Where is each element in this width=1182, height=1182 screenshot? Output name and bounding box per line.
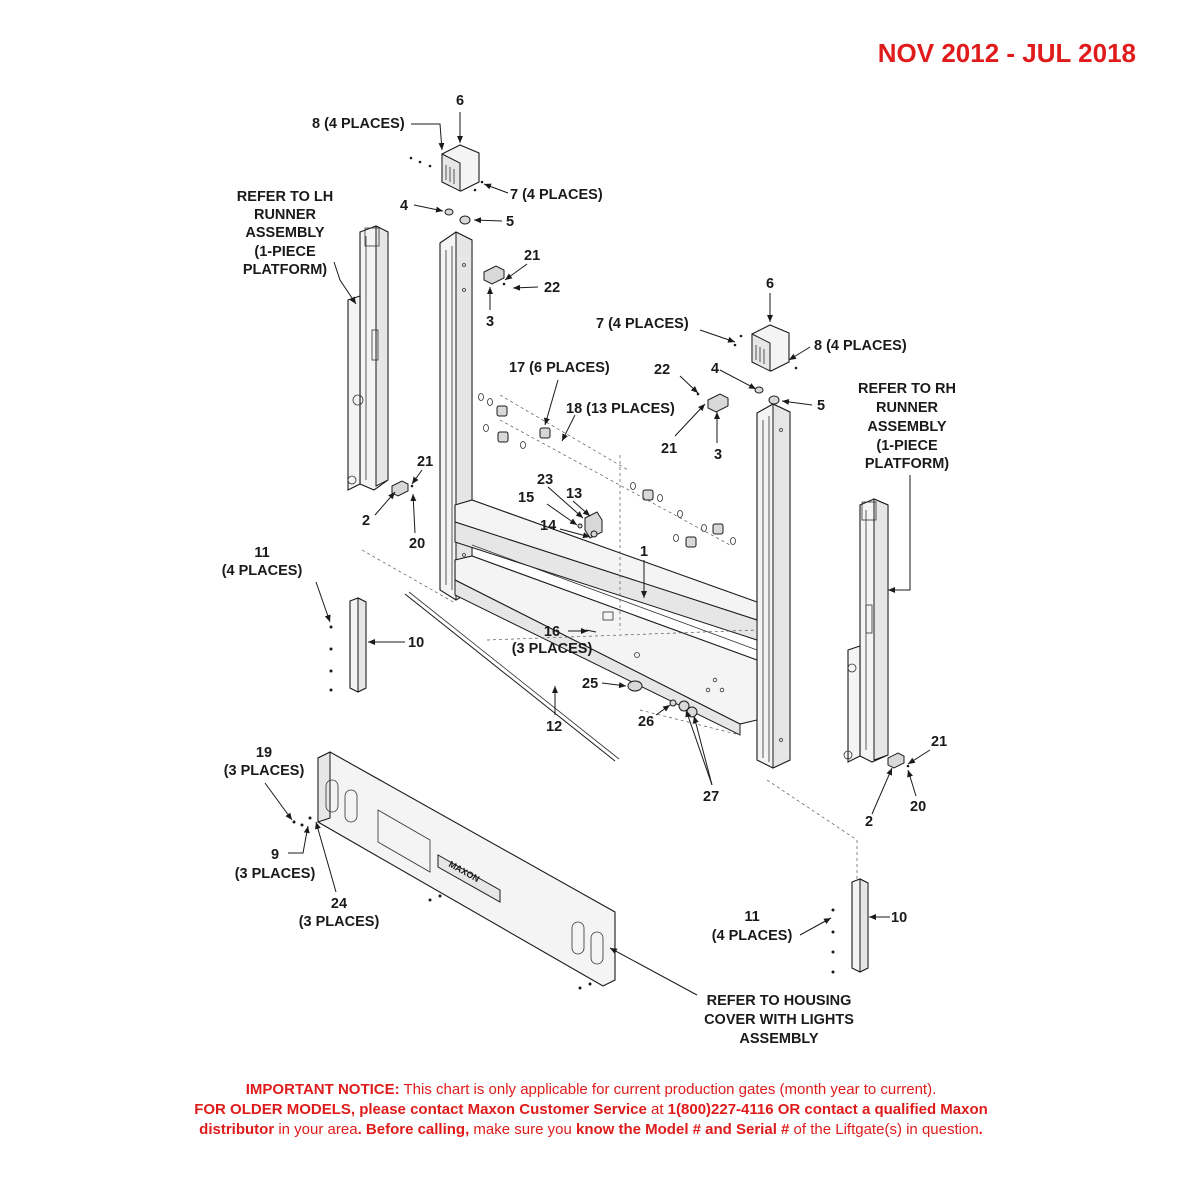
customer-service-phone: 1(800)227-4116 OR contact a qualified Ma… [667, 1101, 988, 1118]
callout-5-right: 5 [817, 398, 825, 414]
svg-text:REFER TO HOUSING: REFER TO HOUSING [707, 993, 852, 1009]
callout-18: 18 (13 PLACES) [566, 401, 675, 417]
callout-11-right: 11 (4 PLACES) [712, 909, 793, 944]
callout-3-right: 3 [714, 447, 722, 463]
svg-text:(3 PLACES): (3 PLACES) [512, 641, 593, 657]
callout-7-right: 7 (4 PLACES) [596, 316, 689, 332]
callout-21-lh-runner: 21 [417, 454, 433, 470]
callout-2-right: 2 [865, 814, 873, 830]
callout-6-right: 6 [766, 276, 774, 292]
svg-text:RUNNER: RUNNER [254, 207, 317, 223]
notice-line-2: FOR OLDER MODELS, please contact Maxon C… [194, 1101, 988, 1118]
lh-runner-assembly [347, 225, 389, 491]
svg-text:PLATFORM): PLATFORM) [865, 456, 949, 472]
svg-text:ASSEMBLY: ASSEMBLY [867, 419, 947, 435]
callout-16: 16 (3 PLACES) [512, 624, 593, 657]
svg-text:REFER TO RH: REFER TO RH [858, 381, 956, 397]
callout-1: 1 [640, 544, 648, 560]
callout-3-left: 3 [486, 314, 494, 330]
callout-labels: 8 (4 PLACES) 6 7 (4 PLACES) 4 5 21 22 3 … [222, 93, 956, 1047]
callout-21-right: 21 [661, 441, 677, 457]
rh-runner-assembly [843, 498, 889, 763]
svg-text:19: 19 [256, 745, 272, 761]
callout-22-right: 22 [654, 362, 670, 378]
svg-text:(1-PIECE: (1-PIECE [254, 244, 316, 260]
callout-27: 27 [703, 789, 719, 805]
svg-text:(3 PLACES): (3 PLACES) [299, 914, 380, 930]
housing-cover: MAXON [317, 751, 616, 987]
callout-21-top: 21 [524, 248, 540, 264]
callout-19: 19 (3 PLACES) [224, 745, 305, 779]
callout-5-top: 5 [506, 214, 514, 230]
svg-text:(1-PIECE: (1-PIECE [876, 438, 938, 454]
svg-text:PLATFORM): PLATFORM) [243, 262, 327, 278]
callout-25: 25 [582, 676, 598, 692]
callout-11-left: 11 (4 PLACES) [222, 545, 303, 579]
top-cover-left [441, 144, 480, 192]
callout-12: 12 [546, 719, 562, 735]
mounting-plate-right [851, 878, 869, 973]
rh-runner-reference: REFER TO RH RUNNER ASSEMBLY (1-PIECE PLA… [858, 381, 956, 472]
callout-24: 24 (3 PLACES) [299, 896, 380, 930]
callout-23: 23 [537, 472, 553, 488]
right-main-post [756, 403, 791, 769]
mounting-plate-left [349, 597, 367, 693]
svg-text:(4 PLACES): (4 PLACES) [222, 563, 303, 579]
callout-15: 15 [518, 490, 534, 506]
callout-10-left: 10 [408, 635, 424, 651]
svg-text:ASSEMBLY: ASSEMBLY [739, 1031, 819, 1047]
callout-7-top: 7 (4 PLACES) [510, 187, 603, 203]
callout-21-rh-runner: 21 [931, 734, 947, 750]
callout-6-top: 6 [456, 93, 464, 109]
callout-14: 14 [540, 518, 556, 534]
leader-lines [264, 112, 931, 996]
svg-text:16: 16 [544, 624, 560, 640]
callout-22-top: 22 [544, 280, 560, 296]
svg-text:(4 PLACES): (4 PLACES) [712, 928, 793, 944]
svg-text:9: 9 [271, 847, 279, 863]
lh-runner-reference: REFER TO LH RUNNER ASSEMBLY (1-PIECE PLA… [237, 189, 333, 278]
notice-line-3: distributor in your area. Before calling… [199, 1121, 983, 1138]
svg-text:(3 PLACES): (3 PLACES) [235, 866, 316, 882]
svg-text:ASSEMBLY: ASSEMBLY [245, 225, 325, 241]
callout-4-right: 4 [711, 361, 719, 377]
frame-crossbar [454, 499, 758, 736]
svg-text:24: 24 [331, 896, 347, 912]
callout-10-right: 10 [891, 910, 907, 926]
callout-17: 17 (6 PLACES) [509, 360, 610, 376]
svg-text:RUNNER: RUNNER [876, 400, 939, 416]
svg-text:REFER TO LH: REFER TO LH [237, 189, 333, 205]
date-range-header: NOV 2012 - JUL 2018 [877, 38, 1136, 68]
svg-text:11: 11 [744, 909, 759, 925]
svg-text:(3 PLACES): (3 PLACES) [224, 763, 305, 779]
callout-8-top: 8 (4 PLACES) [312, 116, 405, 132]
notice-line-1: IMPORTANT NOTICE: This chart is only app… [245, 1081, 937, 1098]
housing-cover-reference: REFER TO HOUSING COVER WITH LIGHTS ASSEM… [704, 993, 854, 1047]
callout-13: 13 [566, 486, 582, 502]
callout-26: 26 [638, 714, 654, 730]
callout-8-right: 8 (4 PLACES) [814, 338, 907, 354]
callout-2-left: 2 [362, 513, 370, 529]
callout-20-right: 20 [910, 799, 926, 815]
top-cover-right [751, 324, 790, 372]
important-notice: IMPORTANT NOTICE: This chart is only app… [60, 1080, 1122, 1140]
svg-text:11: 11 [254, 545, 269, 561]
callout-4-top: 4 [400, 198, 408, 214]
callout-9: 9 (3 PLACES) [235, 847, 316, 882]
svg-text:COVER WITH LIGHTS: COVER WITH LIGHTS [704, 1012, 854, 1028]
callout-20-left: 20 [409, 536, 425, 552]
alignment-lines [361, 394, 858, 880]
